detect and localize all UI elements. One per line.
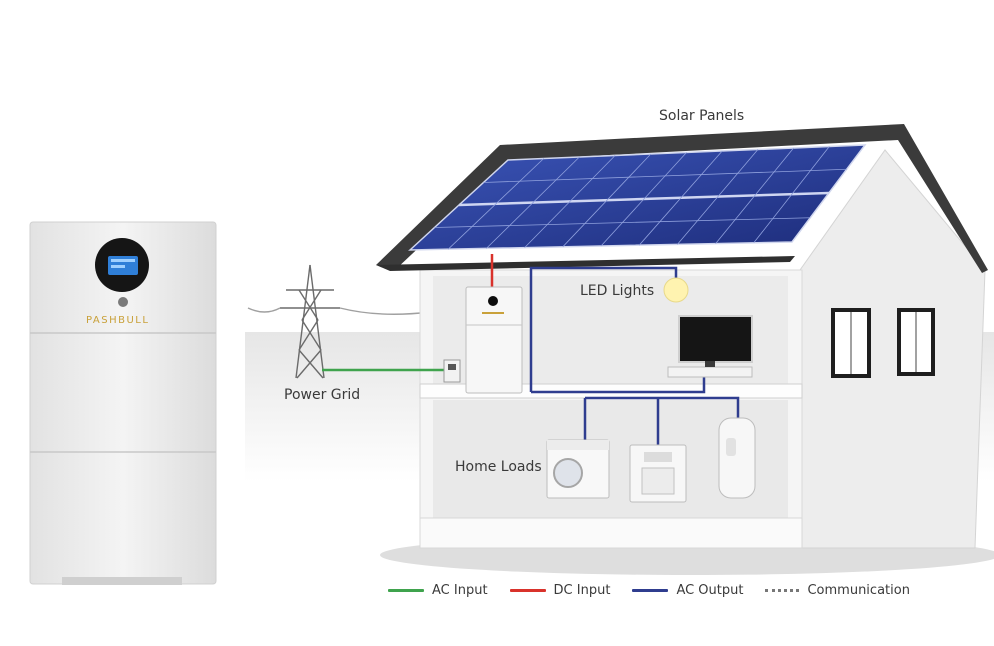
battery-inverter-cabinet <box>29 221 217 585</box>
ac-output-line-loads <box>583 396 740 446</box>
legend-label: Communication <box>807 582 910 598</box>
home-loads-label: Home Loads <box>455 459 542 475</box>
roof <box>376 124 988 273</box>
legend-item-communication: Communication <box>765 582 910 598</box>
panel-row-divider <box>434 217 811 228</box>
led-lights-label: LED Lights <box>580 283 655 299</box>
ac-output-swatch <box>632 588 669 592</box>
panel-cell-divider <box>753 146 830 244</box>
breaker-box <box>443 359 461 383</box>
panel-cell-divider <box>486 156 580 249</box>
tv-icon <box>667 315 753 378</box>
legend-item-ac-output: AC Output <box>632 583 743 598</box>
led-light-icon <box>663 277 689 303</box>
legend-item-dc-input: DC Input <box>509 582 611 598</box>
panel-cell-divider <box>715 147 794 244</box>
ac-input-swatch <box>388 588 424 592</box>
legend-label: DC Input <box>553 582 611 598</box>
cabinet-display <box>95 238 149 292</box>
panel-cell-divider <box>638 150 723 246</box>
dc-input-swatch <box>509 588 546 592</box>
power-tower-icon <box>247 264 431 379</box>
legend-label: AC Input <box>432 582 488 598</box>
panel-cell-divider <box>600 152 687 247</box>
panel-row-divider <box>483 168 847 183</box>
communication-swatch <box>765 588 800 592</box>
dryer-icon <box>629 444 687 503</box>
legend-label: AC Output <box>676 582 744 598</box>
water-heater-icon <box>718 417 756 499</box>
window-left <box>831 308 871 378</box>
power-button-icon <box>118 297 128 307</box>
washing-machine-icon <box>546 439 610 499</box>
legend-item-ac-input: AC Input <box>388 583 488 598</box>
panel-cell-divider <box>677 149 759 245</box>
window-right <box>897 308 935 376</box>
panel-cell-divider <box>447 158 544 250</box>
panel-cell-divider <box>562 153 652 248</box>
ac-output-line-top <box>529 266 678 392</box>
brand-logo-text: PASHBULL <box>86 315 150 326</box>
power-grid-label: Power Grid <box>284 387 361 403</box>
solar-panel-array <box>408 144 867 251</box>
solar-panels-label: Solar Panels <box>659 108 745 124</box>
legend: AC Input DC Input AC Output Communicatio… <box>388 579 910 601</box>
panel-cell-divider <box>524 155 616 248</box>
inverter-unit <box>465 286 523 394</box>
